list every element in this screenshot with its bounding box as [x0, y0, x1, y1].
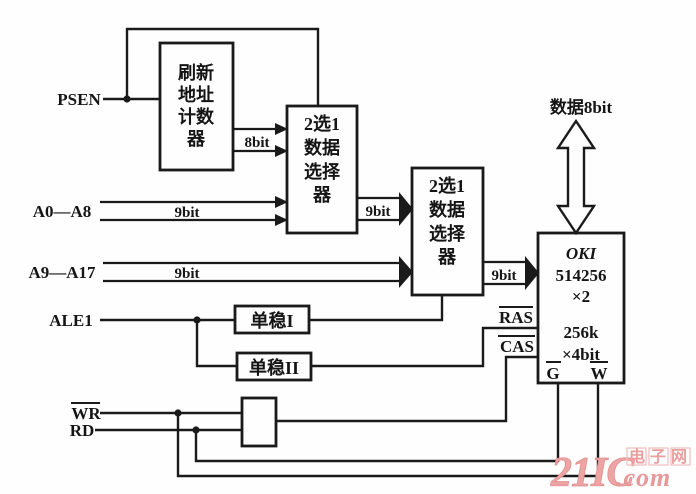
watermark-suffix: .com [616, 463, 671, 492]
selector2-line3: 选择 [429, 223, 466, 244]
psen-junction-dot [123, 95, 131, 103]
watermark-brand: 21IC [550, 450, 635, 494]
signal-labels: PSEN A0—A8 A9—A17 ALE1 WR RD RAS CAS [28, 90, 535, 440]
bus-sel2-arrowhead [525, 256, 539, 290]
rd-junction-dot [192, 426, 200, 434]
selector1-box: 2选1 数据 选择 器 [285, 104, 359, 235]
selector1-line3: 选择 [304, 161, 341, 182]
refresh-counter-rect [158, 41, 235, 172]
a9a17-label: A9—A17 [28, 263, 96, 282]
selector2-line1: 2选1 [429, 176, 465, 196]
watermark-char-box-3 [670, 447, 691, 466]
watermark-char-box-2 [648, 447, 669, 466]
bus-8bit-arrowhead-bottom [275, 145, 288, 157]
gate-cas-wire [276, 355, 538, 423]
watermark-char-box-1 [626, 447, 647, 466]
bus-a0a8-label: 9bit [174, 205, 199, 221]
bus-sel1-label: 9bit [365, 204, 390, 220]
bus-a9a17-label: 9bit [174, 266, 199, 282]
selector1-line2: 数据 [304, 137, 340, 158]
watermark: 21IC 电子网 .com [550, 447, 692, 494]
mono2-ras-wire [311, 326, 538, 368]
selector2-rect [410, 166, 485, 297]
selector1-line4: 器 [312, 185, 332, 205]
psen-label: PSEN [57, 90, 101, 109]
mono2-box: 单稳II [235, 351, 313, 382]
mono1-box: 单稳I [233, 304, 311, 335]
refresh-counter-line3: 计数 [178, 106, 215, 127]
ale1-label: ALE1 [49, 311, 92, 330]
w-pin-label: W [591, 364, 608, 383]
bus-8bit: 8bit [233, 123, 288, 157]
selector2-line2: 数据 [429, 199, 465, 220]
double-arrow-icon [555, 118, 597, 236]
bus-a9a17: 9bit [103, 256, 413, 288]
data-bus-arrow: 数据8bit [550, 97, 613, 236]
wr-junction-dot [174, 409, 182, 417]
bus-a0a8: 9bit [100, 196, 288, 226]
wr-rd-gate-box [240, 396, 278, 448]
bus-sel2-label: 9bit [491, 268, 516, 284]
bus-a0a8-arrowhead-bottom [275, 214, 288, 226]
bus-a9a17-arrowhead [399, 256, 413, 288]
mono1-rect [233, 304, 311, 335]
junction-dots [123, 95, 201, 434]
bus-sel1-arrowhead [399, 192, 413, 226]
mono2-label: 单稳II [249, 357, 299, 378]
bus-selector1-to-selector2: 9bit [357, 192, 413, 226]
ale1-branch-wire [195, 320, 237, 368]
wr-label: WR [71, 404, 101, 423]
mono2-rect [235, 351, 313, 382]
refresh-counter-line1: 刷新 [178, 62, 214, 83]
refresh-counter-line2: 地址 [178, 84, 214, 105]
memory-line1: OKI [566, 244, 598, 263]
watermark-site: 电子网 [629, 447, 692, 466]
bus-8bit-arrowhead-top [275, 123, 288, 135]
memory-line3: ×2 [572, 287, 590, 306]
a0a8-label: A0—A8 [33, 202, 92, 221]
refresh-address-counter-box: 刷新 地址 计数 器 [158, 41, 235, 172]
g-pin-label: G [546, 364, 559, 383]
memory-line2: 514256 [556, 266, 607, 285]
bus-8bit-label: 8bit [244, 135, 269, 151]
memory-box: OKI 514256 ×2 256k ×4bit G W [536, 231, 626, 385]
selector2-box: 2选1 数据 选择 器 [410, 166, 485, 297]
memory-line5: ×4bit [562, 345, 600, 364]
wr-to-w-pin-wire [176, 383, 600, 478]
memory-line4: 256k [564, 323, 600, 342]
memory-rect [536, 231, 626, 385]
selector1-rect [285, 104, 359, 235]
bus-selector2-to-memory: 9bit [483, 256, 539, 290]
mono1-select-wire [309, 295, 444, 322]
rd-to-g-pin-wire [194, 383, 560, 463]
bus-a0a8-arrowhead-top [275, 196, 288, 208]
cas-label: CAS [500, 337, 534, 356]
wires [95, 27, 600, 478]
selector1-line1: 2选1 [304, 114, 340, 134]
data-bus-label: 数据8bit [550, 97, 613, 117]
ale1-junction-dot [193, 316, 201, 324]
selector2-line4: 器 [437, 247, 457, 267]
psen-feedback-wire [125, 27, 320, 106]
ras-label: RAS [499, 308, 533, 327]
refresh-counter-line4: 器 [186, 129, 206, 149]
rd-label: RD [70, 421, 95, 440]
mono1-label: 单稳I [250, 310, 293, 331]
